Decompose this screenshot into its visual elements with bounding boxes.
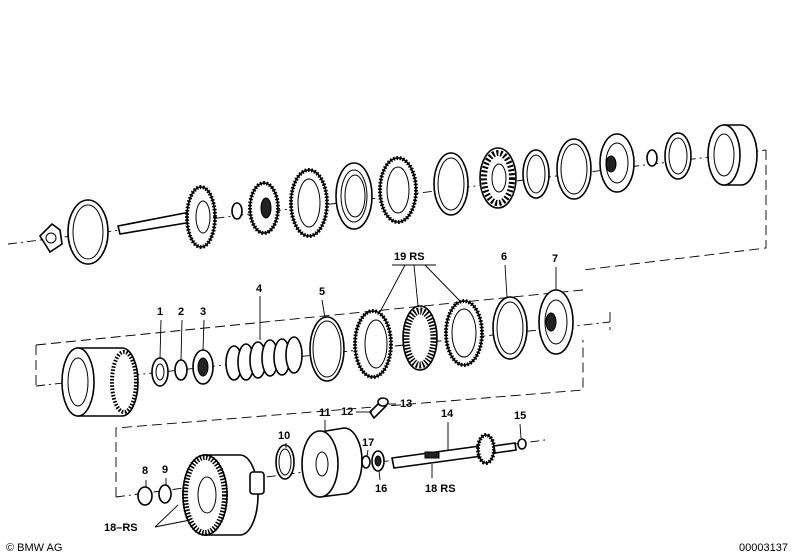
callout-10: 10: [278, 430, 291, 442]
callout-14: 14: [441, 408, 454, 420]
washer-13: [377, 397, 389, 407]
callout-9: 9: [162, 464, 169, 476]
callout-15: 15: [514, 410, 527, 422]
tab-washer-part: [38, 222, 63, 254]
callout-2: 2: [178, 306, 185, 318]
top-row-assembly: [7, 124, 767, 271]
callout-4: 4: [256, 283, 263, 295]
callout-3: 3: [200, 306, 207, 318]
callout-19-rs: 19 RS: [394, 251, 425, 263]
piston: [599, 133, 635, 193]
clutch-drum-middle: [77, 347, 139, 417]
small-washer: [231, 202, 243, 220]
washer-2: [174, 359, 188, 381]
top-connector-frame: [582, 150, 767, 271]
clutch-disc-5: [556, 138, 592, 200]
callout-6: 6: [501, 251, 508, 263]
return-spring: [225, 336, 303, 381]
copyright-notice: © BMW AG: [6, 542, 63, 554]
diagram-id: 00003137: [739, 542, 788, 554]
small-seal: [646, 149, 658, 167]
callout-5: 5: [319, 286, 326, 298]
washer-1: [151, 357, 169, 387]
washer-15: [517, 438, 527, 450]
bottom-frame: [115, 340, 584, 497]
input-shaft: [117, 211, 193, 235]
snap-ring-5: [309, 316, 345, 382]
washer-8: [137, 486, 153, 506]
callout-7: 7: [552, 253, 559, 265]
middle-frame-top: [35, 289, 584, 346]
clutch-disc-2: [335, 162, 373, 230]
bushing-9: [158, 484, 172, 504]
callout-16: 16: [375, 483, 388, 495]
callout-12: 12: [341, 406, 354, 418]
callout-8: 8: [142, 465, 149, 477]
middle-row-assembly: [35, 264, 611, 417]
callout-13: 13: [400, 398, 413, 410]
callout-11: 11: [319, 407, 331, 419]
callout-18-rs-drum: 18–RS: [104, 522, 138, 534]
seal-ring-6: [492, 296, 528, 360]
tab-washer-hole: [45, 232, 57, 244]
clutch-disc-4: [433, 152, 469, 216]
snap-ring-large: [67, 199, 109, 265]
callout-1: 1: [157, 306, 164, 318]
callout-18-rs-shaft: 18 RS: [425, 483, 456, 495]
callout-17: 17: [362, 437, 375, 449]
bottom-row-assembly: [115, 340, 584, 536]
ring-17: [361, 455, 371, 469]
